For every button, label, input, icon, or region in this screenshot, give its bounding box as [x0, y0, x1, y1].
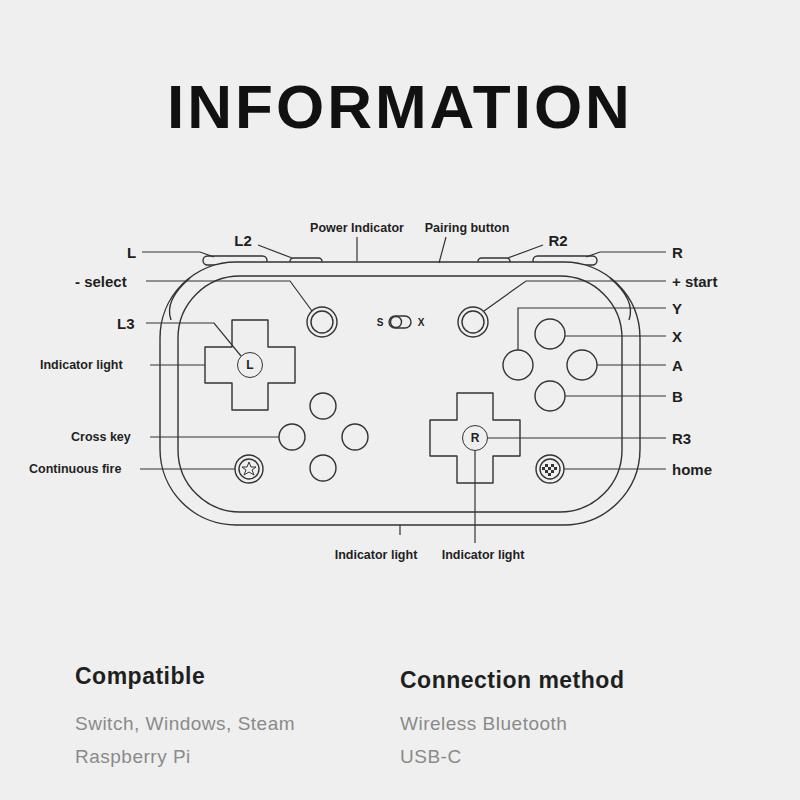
callout-label: A	[672, 358, 683, 373]
callout-label: L	[127, 245, 136, 260]
home-icon	[542, 464, 557, 476]
callout-label: R2	[548, 233, 567, 248]
callout-label: Indicator light	[442, 549, 525, 562]
stick-button: L	[237, 352, 263, 378]
callout-label: Pairing button	[425, 222, 510, 235]
stick-button: R	[462, 425, 488, 451]
start-button	[462, 311, 484, 333]
turbo-button	[235, 455, 263, 483]
home-button	[536, 455, 564, 483]
a-button	[567, 350, 597, 380]
section-heading: Connection method	[400, 669, 624, 692]
callout-label: Continuous fire	[29, 463, 121, 476]
star-icon	[242, 462, 256, 475]
b-button	[535, 381, 565, 411]
spec-text: USB-C	[400, 747, 462, 766]
x-button	[535, 319, 565, 349]
home-button	[540, 459, 560, 479]
start-button	[458, 307, 488, 337]
cross-key-button	[310, 393, 336, 419]
turbo-button	[239, 459, 259, 479]
callout-label: Indicator light	[40, 359, 123, 372]
mode-switch	[389, 316, 411, 328]
callout-label: Y	[672, 301, 682, 316]
callout-label: - select	[75, 274, 127, 289]
stick-label: R	[471, 432, 480, 444]
left-dpad	[205, 320, 295, 410]
select-button	[307, 307, 337, 337]
callout-label: home	[672, 462, 712, 477]
callout-label: Indicator light	[335, 549, 418, 562]
callout-label: Power Indicator	[310, 222, 404, 235]
switch-label: S	[377, 318, 384, 328]
callout-label: L2	[234, 233, 252, 248]
callout-label: L3	[117, 316, 135, 331]
spec-text: Wireless Bluetooth	[400, 714, 567, 733]
section-heading: Compatible	[75, 665, 205, 688]
cross-key-button	[279, 424, 305, 450]
callout-label: X	[672, 329, 682, 344]
switch-label: X	[418, 318, 425, 328]
mode-switch-knob	[391, 317, 402, 328]
cross-key-button	[342, 424, 368, 450]
stick-label: L	[246, 359, 253, 371]
page-title: INFORMATION	[0, 76, 800, 138]
y-button	[503, 350, 533, 380]
callout-label: R3	[672, 431, 691, 446]
callout-label: R	[672, 245, 683, 260]
spec-text: Raspberry Pi	[75, 747, 191, 766]
grip-edge	[170, 278, 190, 320]
leader-lines	[140, 237, 666, 543]
grip-edge	[610, 278, 630, 320]
spec-text: Switch, Windows, Steam	[75, 714, 295, 733]
controller-face	[178, 276, 622, 512]
callout-label: + start	[672, 274, 717, 289]
controller-body	[160, 262, 640, 525]
select-button	[311, 311, 333, 333]
callout-label: Cross key	[71, 431, 131, 444]
callout-label: B	[672, 389, 683, 404]
cross-key-button	[310, 455, 336, 481]
